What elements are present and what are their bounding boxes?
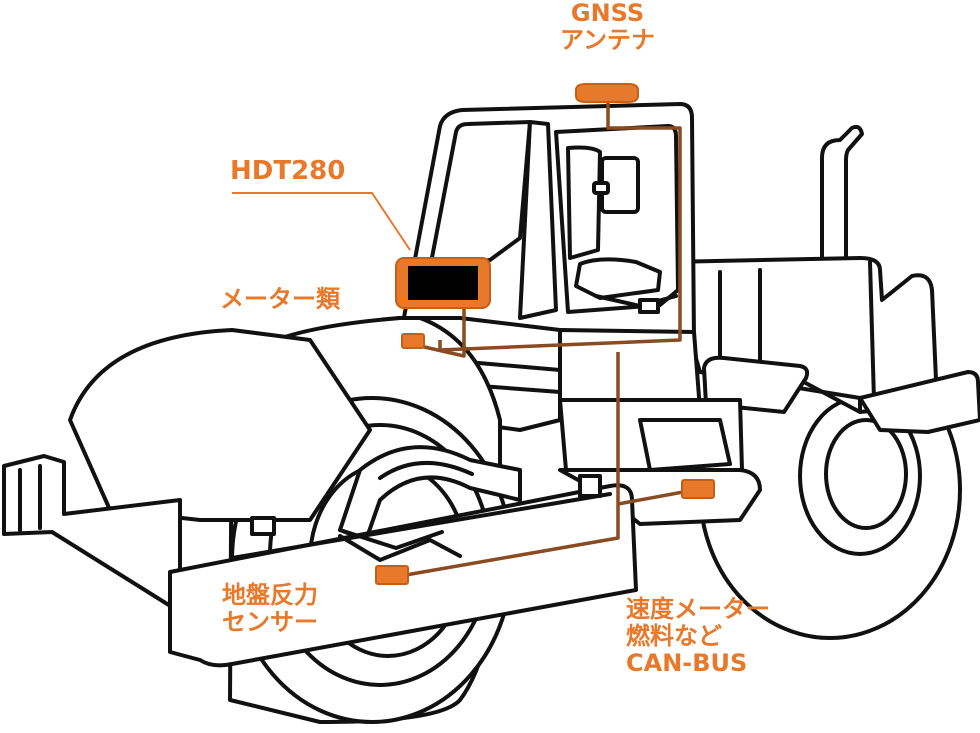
can-label-line1: 速度メーター (626, 595, 770, 623)
can-label-line2: 燃料など (626, 621, 722, 650)
canbus-label: 速度メーター 燃料など CAN-BUS (626, 596, 770, 677)
wire-gnss (438, 98, 682, 352)
gnss-antenna (575, 83, 639, 103)
hdt-callout-line (232, 192, 411, 251)
gnss-label-line1: GNSS (570, 0, 645, 27)
soil-label-line2: センサー (222, 607, 318, 636)
meter-label: メーター類 (220, 285, 340, 313)
front-frame (2, 454, 182, 614)
roller-yoke (338, 445, 522, 542)
hdt280-screen (408, 266, 478, 300)
cab-front-window (428, 120, 532, 270)
wire-hdt (419, 304, 466, 358)
soil-label-line1: 地盤反力 (222, 581, 318, 609)
wire-sensor (399, 352, 620, 578)
can-label-line3: CAN-BUS (626, 648, 748, 677)
meter-indicator (401, 333, 425, 349)
soil-sensor (375, 565, 409, 585)
hdt280-label: HDT280 (230, 156, 346, 186)
gnss-label-line2: アンテナ (560, 25, 656, 54)
gnss-antenna-label: GNSS アンテナ (560, 0, 655, 54)
canbus-module (681, 479, 715, 499)
soil-sensor-label: 地盤反力 センサー (222, 582, 318, 636)
